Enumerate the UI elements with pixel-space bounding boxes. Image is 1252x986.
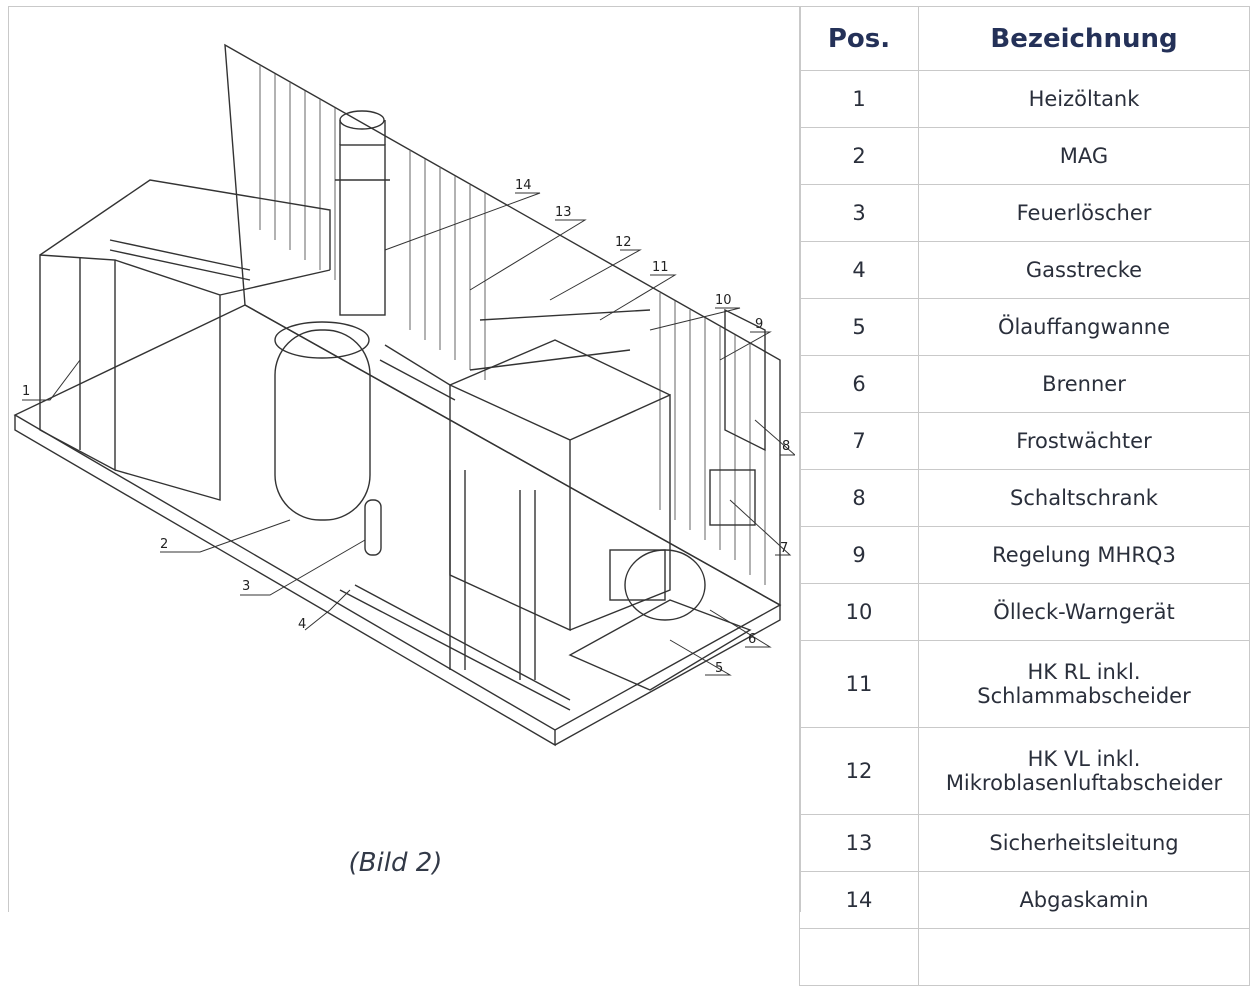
callout-6: 6	[748, 632, 756, 647]
callout-4: 4	[298, 617, 306, 632]
row-name: HK RL inkl. Schlammabscheider	[918, 640, 1250, 728]
callout-2: 2	[160, 537, 168, 552]
row-pos: 11	[799, 640, 919, 728]
callout-9: 9	[755, 317, 763, 332]
row-pos: 1	[799, 70, 919, 128]
row-name: HK VL inkl. Mikroblasenluftabscheider	[918, 727, 1250, 815]
row-name: Feuerlöscher	[918, 184, 1250, 242]
row-name: Ölauffangwanne	[918, 298, 1250, 356]
row-name-empty	[918, 928, 1250, 986]
row-pos: 8	[799, 469, 919, 527]
row-pos: 2	[799, 127, 919, 185]
row-name: Gasstrecke	[918, 241, 1250, 299]
callout-5: 5	[715, 661, 723, 676]
table-row-empty	[799, 928, 1250, 986]
row-pos: 10	[799, 583, 919, 641]
row-pos: 13	[799, 814, 919, 872]
figure-caption: (Bild 2)	[348, 848, 443, 878]
row-name: Frostwächter	[918, 412, 1250, 470]
callout-13: 13	[555, 205, 572, 220]
table-header-row: Pos. Bezeichnung	[799, 6, 1250, 71]
row-name: Sicherheitsleitung	[918, 814, 1250, 872]
back-wall	[224, 43, 781, 607]
callout-14: 14	[515, 178, 532, 193]
row-pos: 6	[799, 355, 919, 413]
boiler	[449, 339, 671, 632]
callout-11: 11	[652, 260, 669, 275]
row-name: MAG	[918, 127, 1250, 185]
row-name: Abgaskamin	[918, 871, 1250, 929]
row-pos: 12	[799, 727, 919, 815]
row-name: Ölleck-Warngerät	[918, 583, 1250, 641]
row-name: Heizöltank	[918, 70, 1250, 128]
container-drawing: 1 2 3 4 5 6 7 8 9 10 11 12 13 14	[13, 43, 795, 747]
header-pos: Pos.	[799, 6, 919, 71]
chimney	[339, 144, 386, 316]
row-name: Regelung MHRQ3	[918, 526, 1250, 584]
callout-3: 3	[242, 579, 250, 594]
row-pos: 3	[799, 184, 919, 242]
row-pos: 4	[799, 241, 919, 299]
header-name: Bezeichnung	[918, 6, 1250, 71]
oil-tank	[39, 179, 331, 501]
expansion-vessel	[274, 329, 371, 521]
callout-1: 1	[22, 384, 30, 399]
row-name: Brenner	[918, 355, 1250, 413]
callout-10: 10	[715, 293, 732, 308]
switch-cabinet	[724, 308, 766, 452]
callout-8: 8	[782, 439, 790, 454]
row-pos: 14	[799, 871, 919, 929]
callout-12: 12	[615, 235, 632, 250]
row-pos: 9	[799, 526, 919, 584]
row-pos: 5	[799, 298, 919, 356]
row-name: Schaltschrank	[918, 469, 1250, 527]
row-pos: 7	[799, 412, 919, 470]
row-pos-empty	[799, 928, 919, 986]
callout-7: 7	[780, 541, 788, 556]
